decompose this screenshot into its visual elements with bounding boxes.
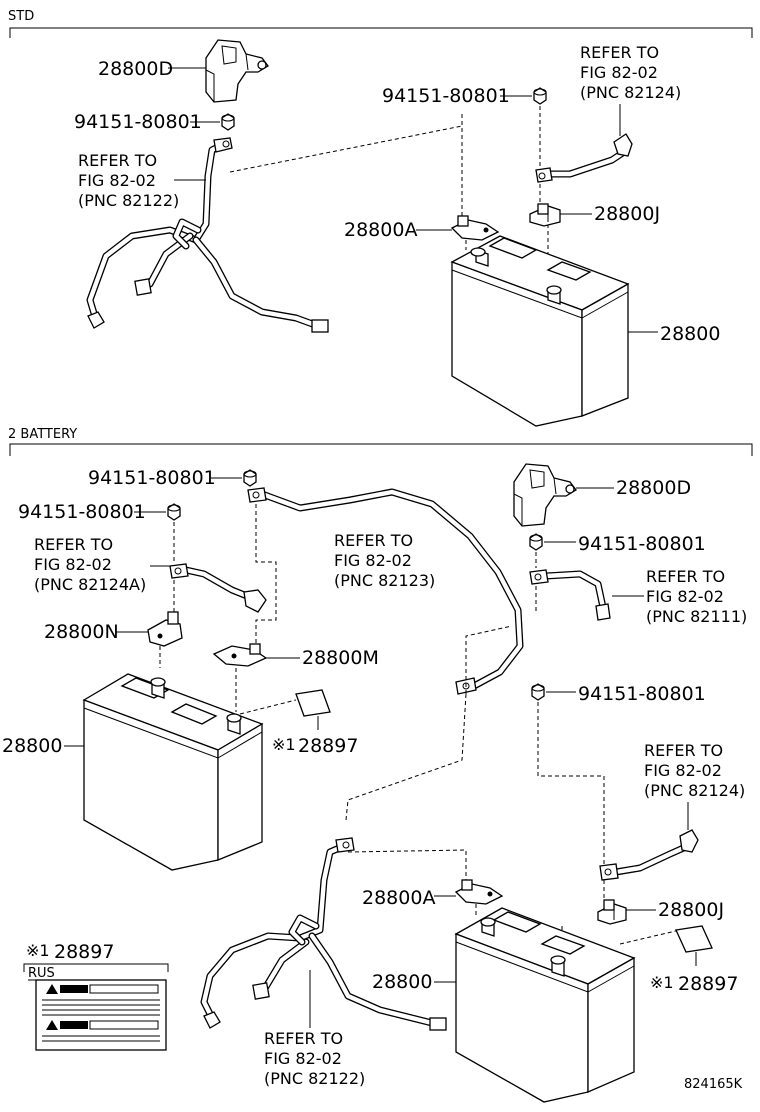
inset-warning-triangle-1 [46,984,58,994]
two-nut-top [243,469,257,487]
inset-mark: ※1 [26,941,50,960]
two-clamp-28800d [513,463,577,527]
two-cable-82124 [599,829,699,881]
section-std-frame: STD [8,9,753,38]
two-label-sticker-left [295,689,331,717]
std-clamp-28800d [205,39,269,103]
two-ref-d-l2: FIG 82-02 [644,761,722,780]
std-label-nut-right: 94151-80801 [382,85,510,107]
inset-region: RUS [28,966,55,981]
two-ref-b-l2: FIG 82-02 [334,551,412,570]
std-ref-left-l2: FIG 82-02 [78,171,156,190]
two-ref-b-l1: REFER TO [334,531,413,550]
std-ref-right-l3: (PNC 82124) [580,83,681,102]
std-label-battery: 28800 [660,323,720,345]
two-nut-left [167,503,181,521]
section-2battery-frame: 2 BATTERY [8,427,753,456]
two-terminal-28800j [597,899,627,925]
std-terminal-28800j [529,203,561,227]
two-label-nut-right-1: 94151-80801 [578,533,706,555]
section-std-title: STD [8,9,34,24]
two-ref-b-l3: (PNC 82123) [334,571,435,590]
two-ref-a-l2: FIG 82-02 [34,555,112,574]
two-battery-right [454,907,636,1103]
two-label-left-mark: ※1 [272,735,296,754]
std-nut-right [533,87,547,105]
std-cable-right [535,133,633,183]
two-ref-c-l2: FIG 82-02 [646,587,724,606]
two-label-battery-left: 28800 [2,735,62,757]
two-terminal-28800n [147,611,183,647]
two-label-right-part: 28897 [678,973,738,995]
two-label-28800j: 28800J [658,899,724,921]
inset-warning-triangle-2 [46,1020,58,1030]
std-label-28800d: 28800D [98,58,173,80]
two-terminal-28800a [454,879,504,905]
std-terminal-28800a [450,215,500,241]
two-nut-right-1 [529,533,543,551]
two-label-28800n: 28800N [44,621,119,643]
two-ref-a-l3: (PNC 82124A) [34,575,146,594]
two-ref-d-l1: REFER TO [644,741,723,760]
two-label-right-mark: ※1 [650,973,674,992]
std-label-nut-left: 94151-80801 [74,111,202,133]
two-label-28800a: 28800A [362,887,435,909]
two-ref-c-l3: (PNC 82111) [646,607,747,626]
std-nut-left [221,113,235,131]
two-cable-82123 [247,487,524,695]
two-ref-e-l2: FIG 82-02 [264,1049,342,1068]
std-ref-right-l1: REFER TO [580,43,659,62]
two-dash-lines-left [159,504,513,715]
two-ref-e-l3: (PNC 82122) [264,1069,365,1088]
section-2battery-title: 2 BATTERY [8,427,77,442]
two-battery-left [82,673,264,871]
two-ref-d-l3: (PNC 82124) [644,781,745,800]
two-cable-82111 [529,569,611,621]
two-label-battery-right: 28800 [372,971,432,993]
two-label-left-part: 28897 [298,735,358,757]
two-label-nut-left: 94151-80801 [18,501,146,523]
two-ref-c-l1: REFER TO [646,567,725,586]
two-label-nut-right-2: 94151-80801 [578,683,706,705]
std-label-28800a: 28800A [344,219,417,241]
inset-part: 28897 [54,941,114,963]
std-harness-cable [86,137,329,333]
two-cable-82124a [169,563,267,613]
two-nut-right-2 [531,683,545,701]
two-label-28800d: 28800D [616,477,691,499]
two-label-nut-top: 94151-80801 [88,467,216,489]
two-terminal-28800m [212,643,268,667]
inset-rus-label: ※1 28897 RUS [23,941,169,1051]
two-label-sticker-right [675,925,713,953]
std-battery-28800 [450,235,630,427]
std-ref-left-l3: (PNC 82122) [78,191,179,210]
two-harness-cable [200,837,447,1031]
figure-number: 824165K [684,1077,743,1092]
two-ref-e-l1: REFER TO [264,1029,343,1048]
std-label-28800j: 28800J [594,203,660,225]
std-ref-left-l1: REFER TO [78,151,157,170]
two-ref-a-l1: REFER TO [34,535,113,554]
std-ref-right-l2: FIG 82-02 [580,63,658,82]
two-label-28800m: 28800M [302,647,379,669]
